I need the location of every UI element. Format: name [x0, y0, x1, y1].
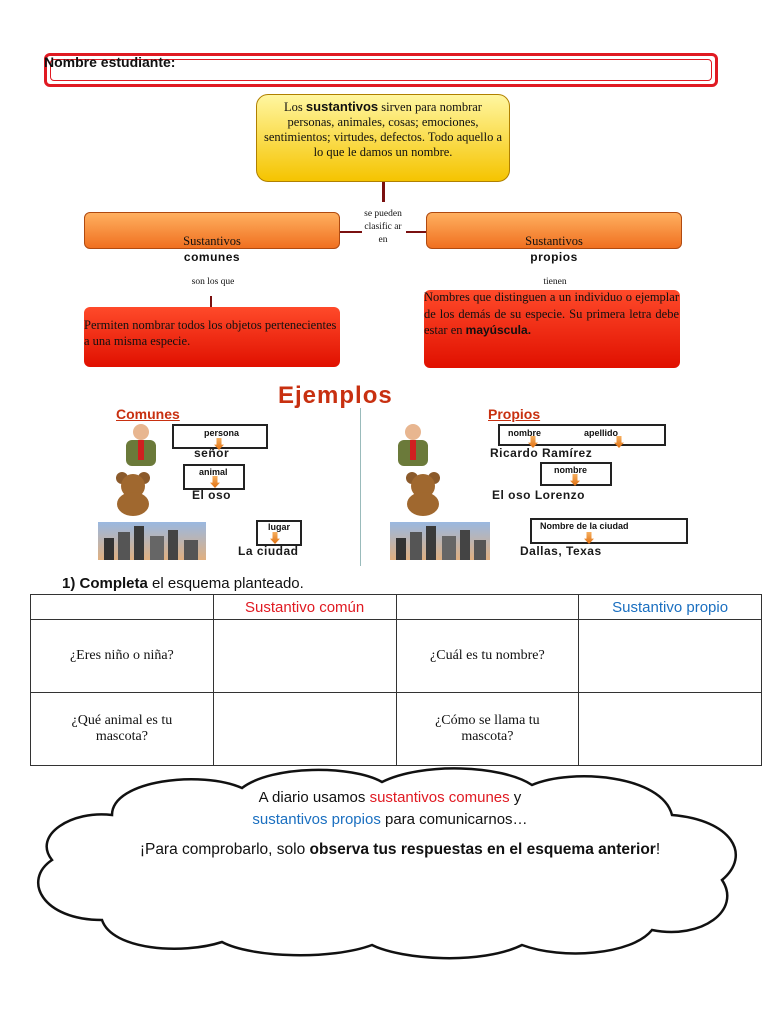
connector-line-top	[382, 182, 385, 202]
propios-definition-box	[424, 290, 680, 368]
label-persona: persona	[172, 424, 268, 449]
propios-line2: propios	[530, 250, 578, 264]
connector-line-left	[340, 231, 362, 233]
word-ricardo-ramirez: Ricardo Ramírez	[490, 446, 593, 460]
comunes-examples-title: Comunes	[116, 406, 180, 422]
comunes-line1: Sustantivos	[183, 234, 241, 248]
cloud-l3-pre: ¡Para comprobarlo, solo	[139, 841, 310, 858]
comunes-link: son los que	[191, 277, 235, 287]
examples-divider	[360, 408, 361, 566]
cloud-line-2: sustantivos propios para comunicarnos…	[80, 811, 700, 828]
examples-panel: Ejemplos Comunes Propios persona señor a…	[88, 378, 688, 570]
cloud-l2-post: para comunicarnos…	[380, 811, 528, 828]
cloud-l2-blue: sustantivos propios	[252, 811, 381, 828]
propios-link: tienen	[543, 277, 567, 287]
label-lugar: lugar	[256, 520, 302, 546]
cloud-line-1: A diario usamos sustantivos comunes y	[80, 789, 700, 806]
label-apellido: apellido	[584, 428, 619, 438]
word-el-oso: El oso	[192, 488, 232, 502]
header-blank-2	[395, 594, 580, 620]
arrow-down-icon	[270, 532, 280, 544]
propios-definition-bold: mayúscula.	[465, 323, 532, 337]
propios-examples-title: Propios	[488, 406, 541, 422]
label-nombre: nombre	[508, 428, 542, 438]
student-name-label: Nombre estudiante:	[44, 54, 176, 70]
cloud-l1-pre: A diario usamos	[258, 789, 370, 806]
cloud-line-3: ¡Para comprobarlo, solo observa tus resp…	[40, 841, 760, 859]
answer-cell-4[interactable]	[578, 692, 762, 766]
comunes-line-down	[210, 296, 212, 308]
propios-line1: Sustantivos	[525, 234, 583, 248]
activity-bold: Completa	[79, 575, 148, 592]
propios-box	[426, 212, 682, 249]
connector-label: se pueden clasific ar en	[364, 209, 402, 245]
arrow-down-icon	[570, 474, 580, 486]
question-1: ¿Eres niño o niña?	[30, 619, 214, 693]
arrow-down-icon	[210, 476, 220, 488]
question-3: ¿Qué animal es tu mascota?	[30, 692, 214, 766]
student-name-field[interactable]	[44, 53, 718, 87]
activity-number: 1)	[62, 575, 76, 592]
comunes-line2: comunes	[183, 250, 241, 264]
main-definition-box: Los sustantivos sirven para nombrar pers…	[256, 94, 510, 182]
examples-title: Ejemplos	[278, 382, 393, 409]
thought-cloud	[37, 767, 737, 960]
arrow-down-icon	[584, 532, 594, 544]
cloud-l3-bold: observa tus respuestas en el esquema ant…	[309, 841, 656, 858]
question-2: ¿Cuál es tu nombre?	[395, 619, 580, 693]
arrow-down-icon	[528, 436, 538, 448]
word-senor: señor	[194, 446, 230, 460]
answer-cell-3[interactable]	[212, 692, 397, 766]
main-post: sirven para nombrar personas, animales, …	[263, 100, 503, 159]
label-nombre-ciudad: Nombre de la ciudad	[530, 518, 688, 544]
arrow-down-icon	[214, 438, 224, 450]
propios-definition-text: Nombres que distinguen a un individuo o …	[424, 290, 679, 337]
header-sustantivo-propio: Sustantivo propio	[578, 594, 762, 620]
comunes-box	[84, 212, 340, 249]
man-figure-icon	[386, 422, 440, 466]
answer-cell-1[interactable]	[212, 619, 397, 693]
teddy-bear-icon	[106, 470, 160, 516]
city-skyline-icon	[98, 522, 206, 560]
cloud-l3-post: !	[655, 841, 661, 858]
comunes-definition-box	[84, 307, 340, 367]
comunes-definition: Permiten nombrar todos los objetos perte…	[84, 318, 337, 348]
answer-cell-2[interactable]	[578, 619, 762, 693]
word-la-ciudad: La ciudad	[238, 544, 299, 558]
activity-instruction: 1) Completa el esquema planteado.	[62, 575, 304, 592]
main-pre: Los	[284, 100, 306, 114]
label-nombre-apellido: nombre apellido	[498, 424, 666, 446]
activity-rest: el esquema planteado.	[147, 575, 304, 592]
city-skyline-icon	[390, 522, 490, 560]
propios-definition: Nombres que distinguen a un individuo o …	[424, 289, 679, 339]
cloud-l1-red: sustantivos comunes	[369, 789, 510, 806]
word-dallas-texas: Dallas, Texas	[520, 544, 602, 558]
header-blank-1	[30, 594, 214, 620]
arrow-down-icon	[614, 436, 624, 448]
word-el-oso-lorenzo: El oso Lorenzo	[492, 488, 586, 502]
header-sustantivo-comun: Sustantivo común	[212, 594, 397, 620]
main-bold: sustantivos	[305, 99, 379, 114]
activity-table: Sustantivo común Sustantivo propio ¿Eres…	[30, 594, 762, 766]
man-figure-icon	[114, 422, 168, 466]
cloud-l1-post: y	[509, 789, 522, 806]
teddy-bear-icon	[396, 470, 450, 516]
connector-line-right	[406, 231, 428, 233]
question-4: ¿Cómo se llama tu mascota?	[395, 692, 580, 766]
